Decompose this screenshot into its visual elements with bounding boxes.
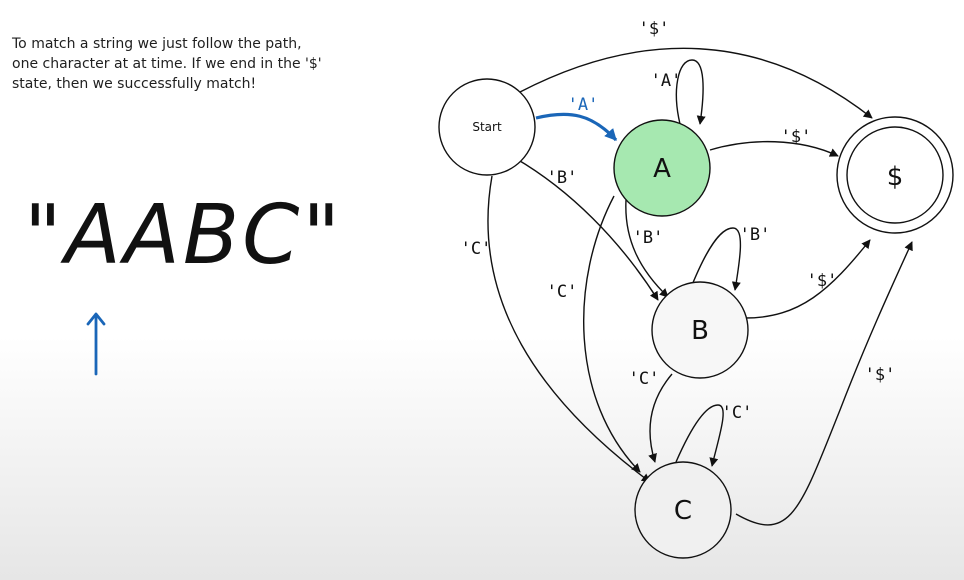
edge-a-to-b [625,199,669,298]
edge-label-a-b: 'B' [633,228,664,248]
edge-label-a-end: '$' [781,127,812,147]
edge-a-to-a-loop [675,59,706,125]
edge-b-to-b-loop [689,227,742,291]
current-character-pointer-icon [86,312,106,376]
edge-a-to-end [709,140,839,157]
state-end [846,126,944,224]
active-edge-start-to-a [535,112,618,142]
edge-label-start-c: 'C' [461,239,492,259]
explanation-text: To match a string we just follow the pat… [12,34,352,94]
state-b-label: B [691,316,709,346]
state-end-label: $ [887,162,904,192]
edge-label-start-end: '$' [639,19,670,39]
edge-label-b-end: '$' [807,271,838,291]
explanation-line: one character at at time. If we end in t… [12,56,322,72]
state-c [634,461,732,559]
state-a [613,119,711,217]
input-string: "AABC" [24,188,344,283]
edge-label-b-c: 'C' [629,369,660,389]
state-start [438,78,536,176]
explanation-line: To match a string we just follow the pat… [12,36,302,52]
edge-label-start-a: 'A' [568,95,599,115]
edge-b-to-c [648,373,673,463]
state-b [651,281,749,379]
state-c-label: C [674,496,692,526]
edge-label-b-loop: 'B' [740,225,771,245]
edge-label-a-loop: 'A' [651,71,682,91]
explanation-line: state, then we successfully match! [12,76,257,92]
edge-start-to-end [519,47,873,119]
edge-a-to-c [582,195,641,473]
state-a-label: A [653,154,671,184]
edge-label-start-b: 'B' [547,168,578,188]
edge-start-to-c [487,175,651,483]
edge-start-to-b [514,157,659,301]
edge-label-c-end: '$' [865,365,896,385]
edge-c-to-end [735,241,913,526]
edge-label-c-loop: 'C' [722,403,753,423]
edge-label-a-c: 'C' [547,282,578,302]
edge-b-to-end [744,239,871,319]
edge-c-to-c-loop [675,404,724,467]
state-start-label: Start [472,120,502,134]
